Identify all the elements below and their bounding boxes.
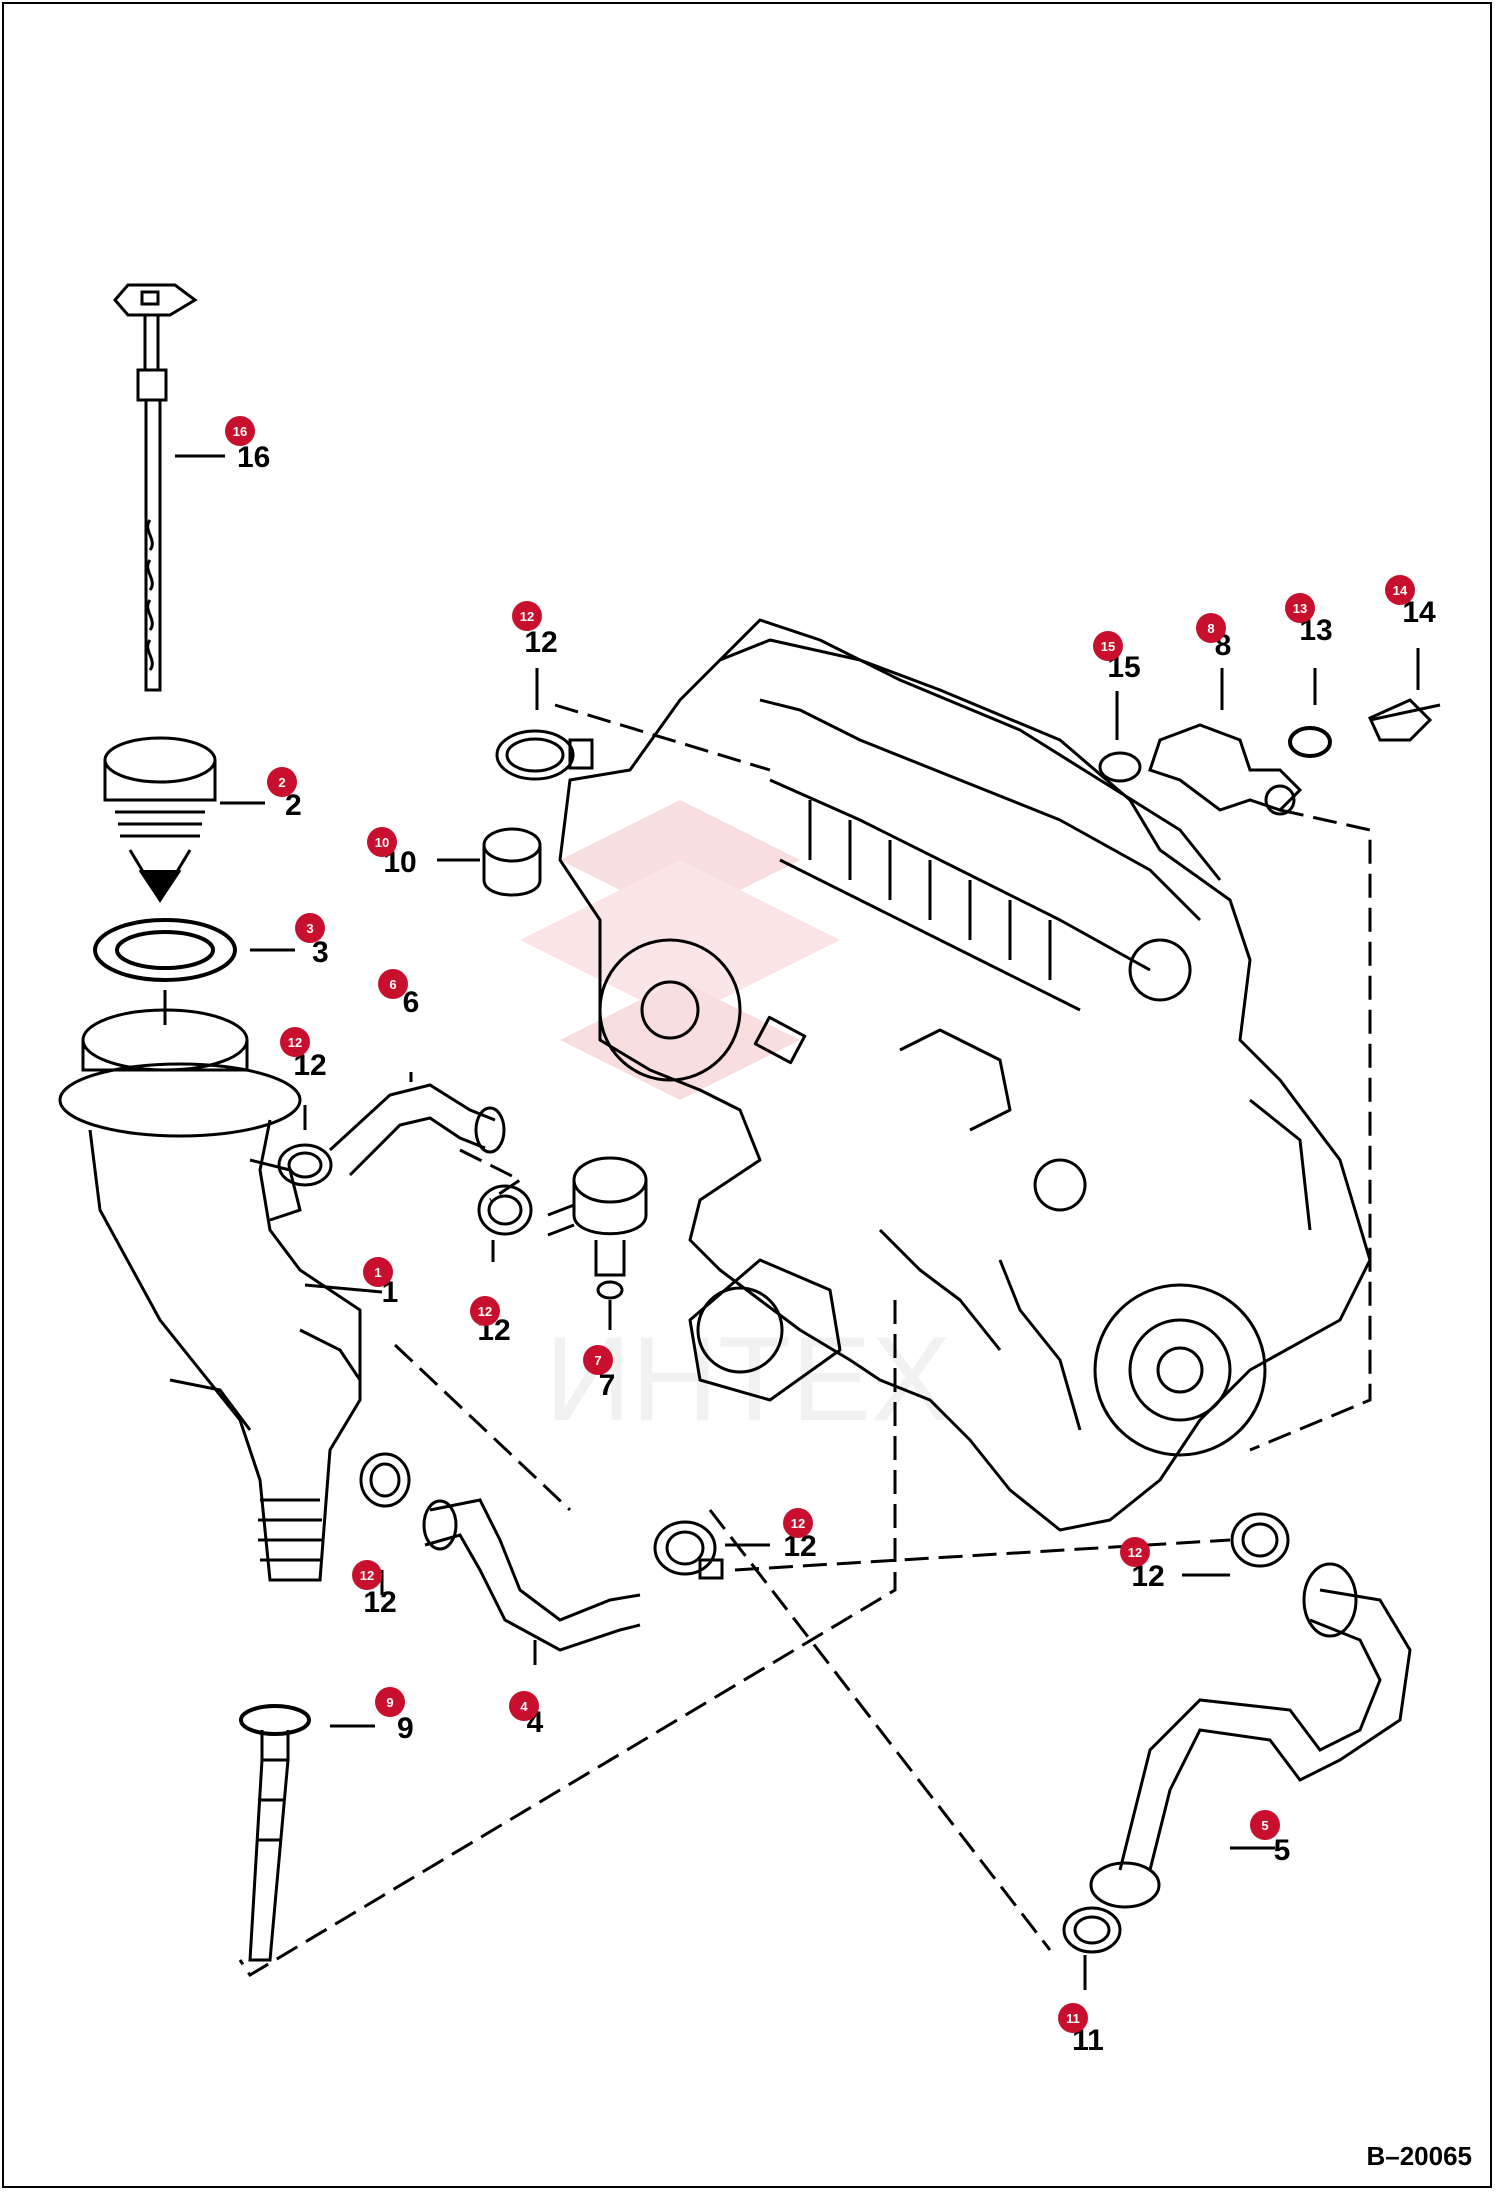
callout-4: 4 4 [509, 1691, 544, 1739]
watermark-text: ИНТЕХ [545, 1312, 951, 1446]
filler-cap-part-2 [103, 736, 217, 903]
clamps-part-12 [277, 729, 1290, 1954]
callout-12-e: 12 12 [783, 1508, 817, 1563]
callout-8: 8 8 [1196, 613, 1231, 662]
washer-part-13 [1288, 726, 1332, 758]
callout-14-badge-text: 14 [1393, 583, 1408, 598]
dashed-leaders [238, 703, 1372, 1978]
callout-5-badge-text: 5 [1261, 1818, 1268, 1833]
callout-10-badge [367, 827, 397, 857]
drawing-reference: B–20065 [1366, 2141, 1472, 2171]
callout-3-badge [295, 913, 325, 943]
callout-3-badge-text: 3 [306, 921, 313, 936]
callout-3: 3 3 [295, 913, 329, 969]
callout-13-badge-text: 13 [1293, 601, 1307, 616]
callout-16-badge [225, 416, 255, 446]
callout-12-c-badge-text: 12 [520, 609, 534, 624]
callout-16-badge-text: 16 [233, 424, 247, 439]
callout-12-e-badge-text: 12 [791, 1516, 805, 1531]
callout-4-badge [509, 1691, 539, 1721]
callout-5-number: 5 [1274, 1834, 1291, 1867]
callout-12-b: 12 12 [470, 1296, 511, 1347]
callout-12-d-badge [1120, 1537, 1150, 1567]
callout-4-badge-text: 4 [520, 1699, 528, 1714]
callout-11: 11 11 [1058, 2003, 1104, 2057]
callout-7: 7 7 [583, 1345, 615, 1402]
callout-1-badge-text: 1 [374, 1265, 381, 1280]
engine-block [558, 618, 1372, 1532]
callout-8-badge-text: 8 [1207, 621, 1214, 636]
callout-12-f-badge-text: 12 [360, 1568, 374, 1583]
callout-10-badge-text: 10 [375, 835, 389, 850]
gasket-part-3 [93, 918, 237, 982]
callout-15-badge [1093, 631, 1123, 661]
callout-14: 14 14 [1385, 575, 1436, 629]
callout-6-badge-text: 6 [389, 977, 396, 992]
callout-7-number: 7 [599, 1369, 616, 1402]
callout-14-badge [1385, 575, 1415, 605]
callout-2-number: 2 [285, 789, 302, 822]
callout-16: 16 16 [225, 416, 270, 474]
hose-part-4 [422, 1498, 641, 1652]
callout-15: 15 15 [1093, 631, 1141, 684]
o-ring-part-9 [239, 1704, 311, 1962]
callout-12-b-badge [470, 1296, 500, 1326]
callout-12-c-number: 12 [524, 626, 557, 659]
callout-2-badge [267, 767, 297, 797]
callout-2-badge-text: 2 [278, 775, 285, 790]
callout-3-number: 3 [312, 936, 329, 969]
callout-15-badge-text: 15 [1101, 639, 1115, 654]
hose-part-6 [328, 1083, 506, 1177]
callout-12-c: 12 12 [512, 601, 558, 659]
callout-9-number: 9 [397, 1712, 414, 1745]
plug-part-10 [482, 827, 542, 897]
dipstick-part-16 [113, 283, 198, 692]
callout-1-badge [363, 1257, 393, 1287]
leader-lines [163, 454, 1420, 1990]
callout-9-badge-text: 9 [386, 1695, 393, 1710]
callout-16-number: 16 [237, 441, 270, 474]
callout-10: 10 10 [367, 827, 417, 879]
callout-11-badge [1058, 2003, 1088, 2033]
callout-12-a-badge-text: 12 [288, 1035, 302, 1050]
callout-12-b-badge-text: 12 [478, 1304, 492, 1319]
callout-12-f-number: 12 [363, 1586, 396, 1619]
callout-6: 6 6 [378, 969, 419, 1019]
bolt-part-14 [1368, 698, 1433, 742]
callout-12-c-badge [512, 601, 542, 631]
callout-6-badge [378, 969, 408, 999]
filler-neck-part-1 [58, 1008, 362, 1582]
sender-part-7 [547, 1156, 648, 1300]
callout-12-d: 12 12 [1120, 1537, 1165, 1593]
callout-12-f: 12 12 [352, 1560, 397, 1619]
callout-9: 9 9 [375, 1687, 414, 1745]
housing-part-8 [1148, 723, 1303, 812]
callout-8-badge [1196, 613, 1226, 643]
callout-9-badge [375, 1687, 405, 1717]
callout-2: 2 2 [267, 767, 302, 822]
callout-12-f-badge [352, 1560, 382, 1590]
callout-12-a-badge [280, 1027, 310, 1057]
callout-5-badge [1250, 1810, 1280, 1840]
callout-6-number: 6 [403, 986, 420, 1019]
callout-13-badge [1285, 593, 1315, 623]
callout-13: 13 13 [1285, 593, 1333, 647]
thermostat-housing-parts [1098, 698, 1441, 816]
callout-12-a: 12 12 [280, 1027, 327, 1082]
callout-12-e-badge [783, 1508, 813, 1538]
callout-5: 5 5 [1250, 1810, 1290, 1867]
callout-12-d-badge-text: 12 [1128, 1545, 1142, 1560]
callout-7-badge [583, 1345, 613, 1375]
hose-part-5 [1089, 1562, 1412, 1909]
callout-7-badge-text: 7 [594, 1353, 601, 1368]
callout-1: 1 1 [363, 1257, 398, 1309]
seal-part-15 [1098, 751, 1142, 783]
callout-11-badge-text: 11 [1066, 2011, 1080, 2026]
